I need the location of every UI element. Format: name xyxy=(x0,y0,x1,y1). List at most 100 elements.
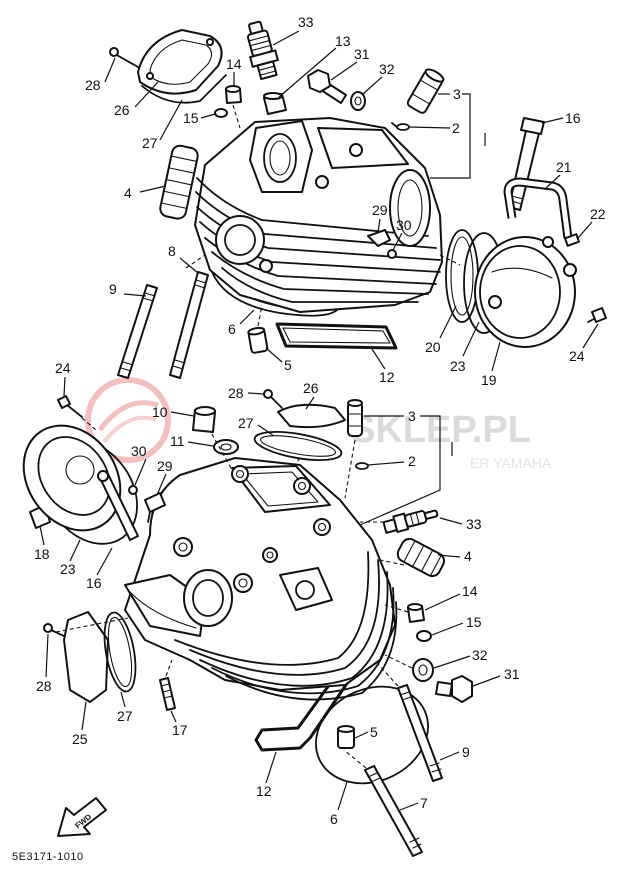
upper-union-bolt xyxy=(307,69,347,104)
upper-washer xyxy=(350,91,366,111)
callout-27-lower-left: 27 xyxy=(117,708,133,724)
callout-16-upper: 16 xyxy=(565,110,581,126)
drawing-code: 5E3171-1010 xyxy=(12,851,84,863)
callout-5-lower: 5 xyxy=(370,724,378,740)
upper-head-cam-housing xyxy=(315,127,431,247)
lower-spark-plug xyxy=(382,509,439,534)
callout-19-upper: 19 xyxy=(481,372,497,388)
lower-clip xyxy=(355,462,369,470)
lower-washer-small xyxy=(213,439,239,455)
upper-cover-bolt xyxy=(587,307,607,323)
lower-alignment-lines xyxy=(55,417,413,769)
lower-o-ring-small xyxy=(416,630,432,642)
lower-top-cover xyxy=(277,403,346,429)
upper-head-gasket-ring xyxy=(211,271,339,317)
lower-side-cover xyxy=(22,424,122,532)
upper-cam-cover xyxy=(474,236,577,348)
lower-head-cam-opening xyxy=(231,465,331,513)
upper-cam-cover-ring xyxy=(445,229,479,323)
callout-29-upper: 29 xyxy=(372,202,388,218)
lower-stud-upper xyxy=(397,684,443,782)
upper-leader-lines xyxy=(104,30,599,372)
callout-3-upper: 3 xyxy=(453,86,461,102)
callout-2-lower: 2 xyxy=(408,453,416,469)
callout-30-upper: 30 xyxy=(396,217,412,233)
lower-long-bolt xyxy=(97,470,139,541)
forward-arrow-icon xyxy=(57,797,107,837)
callout-33-lower: 33 xyxy=(466,516,482,532)
callout-9-lower: 9 xyxy=(462,744,470,760)
lower-rubber-sleeve xyxy=(347,399,363,437)
upper-head-spark-plug-well xyxy=(249,120,313,193)
callout-8-upper: 8 xyxy=(168,243,176,259)
upper-screw xyxy=(387,249,397,259)
callout-24-lower: 24 xyxy=(55,360,71,376)
callout-4-lower: 4 xyxy=(464,548,472,564)
lower-cover-bolt xyxy=(57,395,83,418)
lower-cylinder-head-assembly: 24 28 26 10 27 3 11 30 2 29 33 4 18 23 1… xyxy=(22,360,520,857)
callout-11-lower: 11 xyxy=(170,433,185,449)
upper-head-intake-port xyxy=(215,215,273,273)
lower-damper xyxy=(396,537,446,578)
lower-head-port xyxy=(183,569,233,627)
callout-16-lower: 16 xyxy=(86,575,102,591)
lower-head-spark-plug-boss xyxy=(279,567,333,611)
callout-15-lower: 15 xyxy=(466,614,482,630)
upper-cap-cover xyxy=(137,29,223,95)
callout-33-upper: 33 xyxy=(298,14,314,30)
watermark-sub-right-text: ER YAMAHA xyxy=(470,455,552,471)
callout-24-upper: 24 xyxy=(569,348,585,364)
lower-bracket xyxy=(144,492,166,523)
upper-stud-long xyxy=(169,271,209,379)
upper-cap-gasket xyxy=(141,74,227,104)
callout-32-lower: 32 xyxy=(472,647,488,663)
callout-22-upper: 22 xyxy=(590,206,606,222)
lower-plate-bolt xyxy=(43,623,67,638)
upper-spark-plug xyxy=(247,20,279,81)
callout-27-upper: 27 xyxy=(142,135,158,151)
lower-small-cap xyxy=(407,603,425,623)
upper-cap-bolt xyxy=(109,47,139,68)
watermark-logo-icon xyxy=(85,377,171,463)
callout-3-lower: 3 xyxy=(408,408,416,424)
lower-head-cooling-fins xyxy=(174,551,398,701)
callout-18-lower: 18 xyxy=(34,546,50,562)
callout-21-upper: 21 xyxy=(556,159,572,175)
lower-stud-lower xyxy=(364,765,423,857)
forward-direction-arrow: FWD xyxy=(57,797,107,837)
callout-32-upper: 32 xyxy=(379,61,395,77)
callout-26-upper: 26 xyxy=(114,102,130,118)
lower-head-bolt-bosses xyxy=(173,465,331,593)
callout-23-upper: 23 xyxy=(450,358,466,374)
callout-30-lower: 30 xyxy=(131,443,147,459)
callout-25-lower: 25 xyxy=(72,731,88,747)
callout-15-upper: 15 xyxy=(183,110,199,126)
upper-o-ring xyxy=(214,108,228,118)
upper-breather-hose xyxy=(503,177,573,239)
callout-4-upper: 4 xyxy=(124,185,132,201)
lower-o-ring-large xyxy=(103,611,137,693)
upper-damper xyxy=(159,144,199,220)
lower-cap xyxy=(192,406,216,433)
callout-6-upper: 6 xyxy=(228,321,236,337)
lower-dowel-pin xyxy=(337,725,355,749)
upper-plug-sleeve xyxy=(263,92,287,115)
upper-cylinder-head-assembly: 33 13 31 32 28 26 27 14 15 3 2 16 4 21 2… xyxy=(85,14,607,388)
lower-top-cover-gasket xyxy=(253,431,343,461)
lower-washer xyxy=(412,658,434,682)
callout-12-lower: 12 xyxy=(256,783,272,799)
callout-14-upper: 14 xyxy=(226,56,242,72)
upper-rubber-sleeve xyxy=(406,68,445,114)
upper-stud-short xyxy=(117,284,158,379)
callout-27-lower-top: 27 xyxy=(238,415,254,431)
lower-top-cover-bolt xyxy=(263,389,283,409)
callout-17-lower: 17 xyxy=(172,722,188,738)
lower-short-stud xyxy=(159,677,176,711)
callout-10-lower: 10 xyxy=(152,404,168,420)
callout-7-lower: 7 xyxy=(420,795,428,811)
callout-26-lower: 26 xyxy=(303,380,319,396)
upper-rect-gasket-inner xyxy=(282,327,391,344)
upper-clip xyxy=(391,122,410,131)
upper-rect-gasket xyxy=(275,322,398,350)
